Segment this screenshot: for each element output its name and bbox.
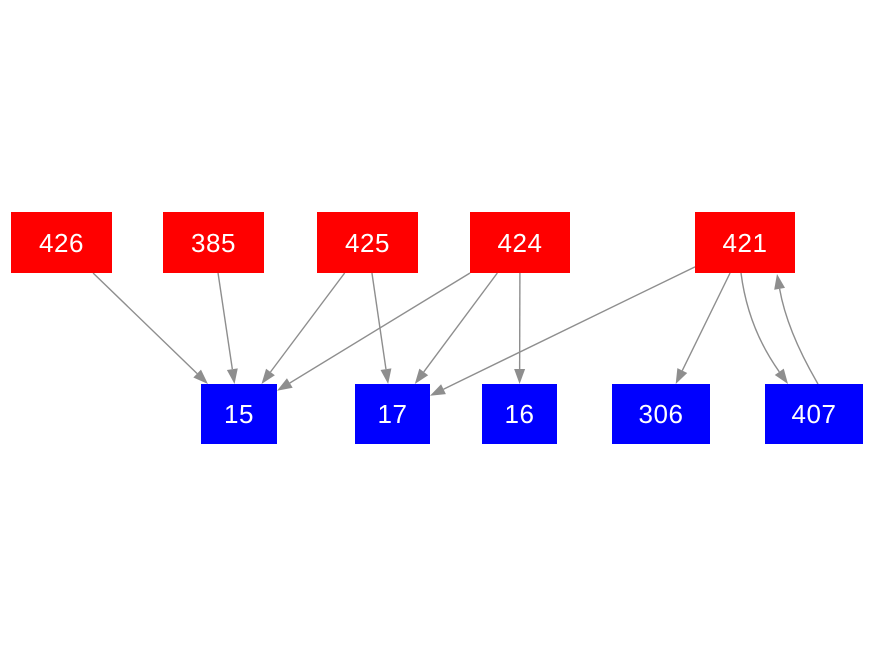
graph-node-424: 424: [470, 212, 570, 273]
graph-node-label: 16: [504, 399, 535, 429]
edge-426-to-15: [92, 272, 198, 375]
graph-node-label: 424: [497, 227, 543, 258]
graph-node-label: 306: [638, 399, 684, 429]
graph-node-label: 17: [377, 399, 408, 429]
arrowhead: [380, 368, 392, 384]
graph-node-421: 421: [695, 212, 795, 273]
edge-421-to-306: [681, 272, 731, 371]
graph-node-label: 421: [722, 227, 768, 258]
graph-node-label: 425: [345, 227, 390, 258]
graph-node-426: 426: [11, 212, 112, 273]
edge-424-to-15: [289, 272, 471, 384]
graph-node-17: 17: [355, 384, 430, 444]
arrowhead: [277, 378, 293, 391]
edge-424-to-17: [423, 272, 498, 373]
graph-node-label: 407: [791, 399, 837, 429]
arrowhead: [430, 384, 446, 396]
edge-421-to-407: [740, 272, 780, 373]
edge-425-to-15: [269, 272, 346, 373]
arrowhead: [414, 368, 429, 384]
graph-node-label: 426: [39, 227, 84, 258]
graph-node-385: 385: [163, 212, 264, 273]
arrowhead: [514, 368, 526, 384]
arrowhead: [261, 368, 275, 384]
graph-node-16: 16: [482, 384, 557, 444]
arrowhead: [675, 368, 688, 384]
graph-node-425: 425: [317, 212, 418, 273]
graph-node-407: 407: [765, 384, 863, 444]
arrowhead: [774, 368, 788, 384]
edge-421-to-17: [443, 266, 696, 390]
graph-node-label: 15: [224, 399, 254, 429]
graph-node-label: 385: [191, 227, 236, 258]
edge-385-to-15: [217, 272, 234, 370]
arrowhead: [193, 369, 208, 384]
edge-407-to-421: [778, 288, 819, 385]
graph-node-15: 15: [201, 384, 277, 444]
graph-node-306: 306: [612, 384, 710, 444]
arrowhead: [226, 368, 238, 384]
edge-425-to-17: [371, 272, 387, 370]
arrowhead: [774, 274, 786, 290]
